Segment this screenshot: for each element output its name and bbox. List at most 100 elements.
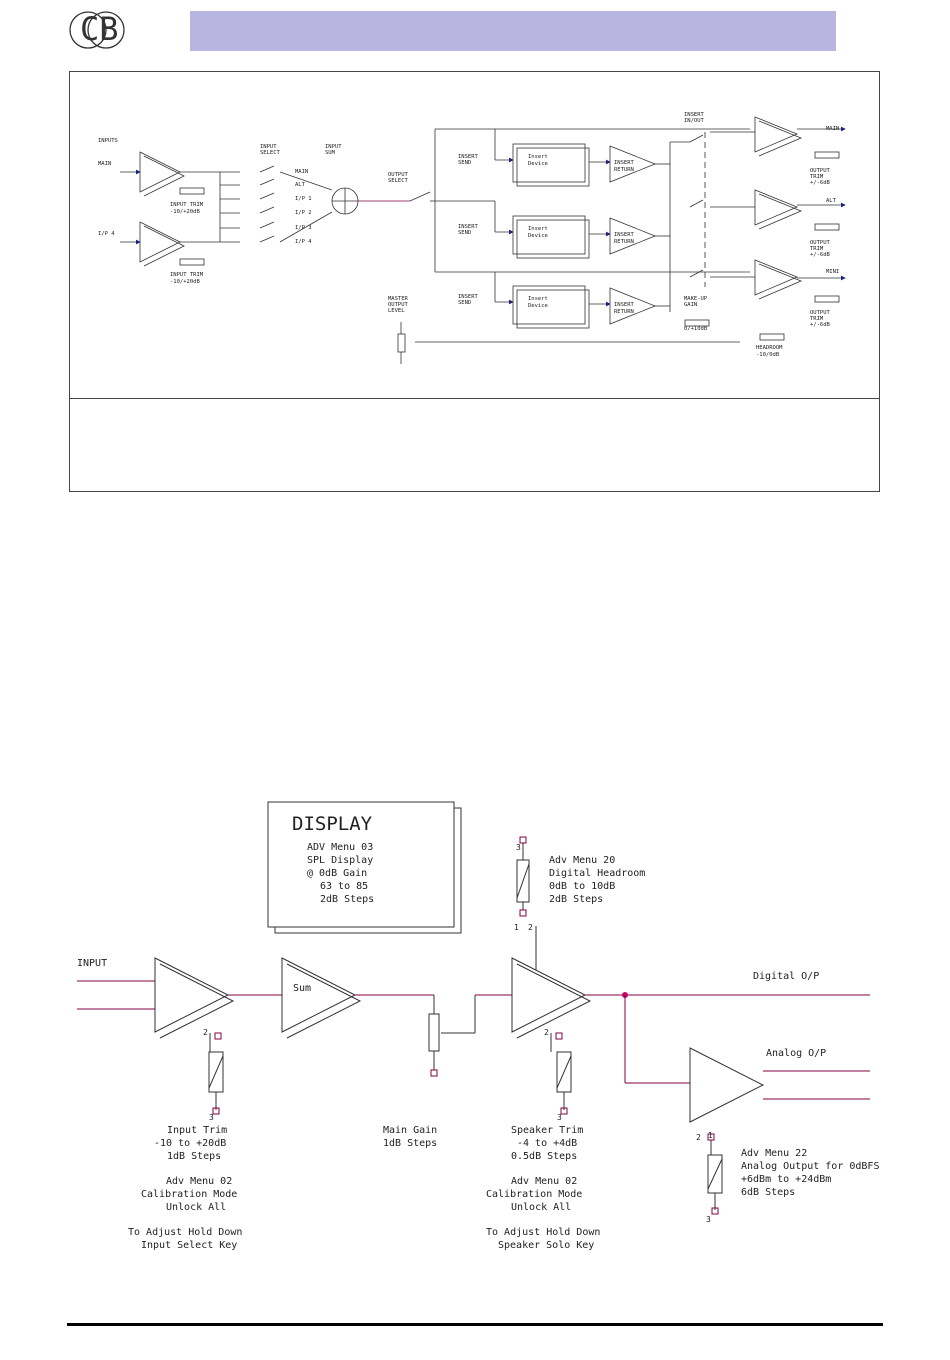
adv20-line-4: 2dB Steps (549, 894, 603, 905)
label-insert-inout-2: IN/OUT (684, 118, 705, 124)
adv22-pin-3: 3 (706, 1215, 711, 1224)
speaker-trim-pin-3: 3 (557, 1113, 562, 1122)
label-insert-return-3b: RETURN (614, 309, 634, 315)
adv22-line-2: Analog Output for 0dBFS (741, 1161, 879, 1172)
label-insert-return-1b: RETURN (614, 167, 634, 173)
label-output-trim-2c: +/-6dB (810, 252, 831, 258)
display-line-5: 2dB Steps (320, 894, 374, 905)
cb-logo: CB (69, 10, 125, 49)
label-output-trim-1a: OUTPUT (810, 168, 831, 174)
display-line-4: 63 to 85 (320, 881, 368, 892)
adv22-line-1: Adv Menu 22 (741, 1148, 807, 1159)
adv20-pin-2: 2 (528, 923, 533, 932)
label-input-trim-1-range: -10/+20dB (170, 209, 200, 215)
input-label: INPUT (77, 958, 107, 969)
label-insert-send-3: INSERT (458, 294, 479, 300)
speaker-trim-pin-2: 2 (544, 1028, 549, 1037)
adv02-right-line-2: Calibration Mode (486, 1189, 582, 1200)
adv20-line-2: Digital Headroom (549, 868, 645, 879)
label-insert-device-1a: Insert (528, 154, 548, 160)
adv02-left-line-3: Unlock All (166, 1202, 226, 1213)
label-send-1: SEND (458, 160, 471, 166)
label-insert-device-2a: Insert (528, 226, 548, 232)
analog-op-label: Analog O/P (766, 1048, 826, 1059)
label-output-trim-3c: +/-6dB (810, 322, 831, 328)
label-master-1: MASTER (388, 296, 409, 302)
hold-right-line-2: Speaker Solo Key (498, 1240, 594, 1251)
footer-rule (67, 1323, 883, 1326)
input-trim-pin-3: 3 (209, 1113, 214, 1122)
label-insert-return-3a: INSERT (614, 302, 635, 308)
label-out-mini: MINI (826, 269, 839, 275)
label-input-sum-2: SUM (325, 150, 336, 156)
label-insert-device-3b: Device (528, 303, 548, 309)
label-makeup-1: MAKE-UP (684, 296, 708, 302)
adv22-line-4: 6dB Steps (741, 1187, 795, 1198)
label-insert-return-2a: INSERT (614, 232, 635, 238)
top-schematic-labels: INPUTS MAIN I/P 4 INPUT TRIM -10/+20dB I… (98, 112, 839, 358)
adv02-left-line-2: Calibration Mode (141, 1189, 237, 1200)
hold-left-line-1: To Adjust Hold Down (128, 1227, 242, 1238)
logo-text: CB (80, 10, 119, 48)
label-ip4-in: I/P 4 (98, 231, 115, 237)
label-sel-ip3: I/P 3 (295, 225, 312, 231)
label-insert-device-2b: Device (528, 233, 548, 239)
label-master-2: OUTPUT (388, 302, 409, 308)
speaker-trim-line-3: 0.5dB Steps (511, 1151, 577, 1162)
adv22-pin-2: 2 (696, 1133, 701, 1142)
label-output-trim-1b: TRIM (810, 174, 824, 180)
label-sel-main: MAIN (295, 169, 308, 175)
adv22-pin-1: 1 (708, 1131, 713, 1140)
label-output-select-2: SELECT (388, 178, 409, 184)
label-output-trim-1c: +/-6dB (810, 180, 831, 186)
speaker-trim-line-1: Speaker Trim (511, 1125, 583, 1136)
adv02-right-line-3: Unlock All (511, 1202, 571, 1213)
main-gain-line-2: 1dB Steps (383, 1138, 437, 1149)
label-main-in: MAIN (98, 161, 111, 167)
label-send-3: SEND (458, 300, 471, 306)
label-insert-send-1: INSERT (458, 154, 479, 160)
main-gain-line-1: Main Gain (383, 1125, 437, 1136)
hold-right-line-1: To Adjust Hold Down (486, 1227, 600, 1238)
label-input-select-2: SELECT (260, 150, 281, 156)
input-trim-pin-2: 2 (203, 1028, 208, 1037)
label-output-trim-3b: TRIM (810, 316, 824, 322)
digital-op-label: Digital O/P (753, 971, 819, 982)
label-input-trim-1: INPUT TRIM (170, 202, 204, 208)
header-bar (190, 11, 836, 51)
label-insert-return-1a: INSERT (614, 160, 635, 166)
sum-label: Sum (293, 983, 311, 994)
adv20-pin-1: 1 (514, 923, 519, 932)
label-headroom-1: HEADROOM (756, 345, 783, 351)
top-box-divider (70, 398, 879, 399)
label-out-alt: ALT (826, 198, 837, 204)
bottom-schematic-text: DISPLAY ADV Menu 03 SPL Display @ 0dB Ga… (77, 813, 879, 1251)
display-line-2: SPL Display (307, 855, 373, 866)
label-input-trim-2: INPUT TRIM (170, 272, 204, 278)
display-line-3: @ 0dB Gain (307, 868, 367, 879)
label-inputs: INPUTS (98, 138, 118, 144)
adv20-pin-3: 3 (516, 843, 521, 852)
top-schematic: INPUTS MAIN I/P 4 INPUT TRIM -10/+20dB I… (98, 112, 846, 364)
input-trim-line-1: Input Trim (167, 1125, 227, 1136)
label-out-main: MAIN (826, 126, 839, 132)
label-output-select-1: OUTPUT (388, 172, 409, 178)
label-send-2: SEND (458, 230, 471, 236)
adv20-line-3: 0dB to 10dB (549, 881, 615, 892)
top-schematic-frame: INPUTS MAIN I/P 4 INPUT TRIM -10/+20dB I… (69, 71, 880, 492)
adv20-line-1: Adv Menu 20 (549, 855, 615, 866)
label-insert-return-2b: RETURN (614, 239, 634, 245)
label-sel-ip2: I/P 2 (295, 210, 312, 216)
label-sel-alt: ALT (295, 182, 306, 188)
adv22-line-3: +6dBm to +24dBm (741, 1174, 831, 1185)
label-insert-send-2: INSERT (458, 224, 479, 230)
label-input-select-1: INPUT (260, 144, 277, 150)
label-master-3: LEVEL (388, 308, 405, 314)
label-makeup-3: 0/+10dB (684, 326, 708, 332)
label-sel-ip4: I/P 4 (295, 239, 312, 245)
label-headroom-2: -10/0dB (756, 352, 780, 358)
input-trim-line-2: -10 to +20dB (154, 1138, 226, 1149)
adv02-left-line-1: Adv Menu 02 (166, 1176, 232, 1187)
label-output-trim-2b: TRIM (810, 246, 824, 252)
speaker-trim-line-2: -4 to +4dB (517, 1138, 577, 1149)
